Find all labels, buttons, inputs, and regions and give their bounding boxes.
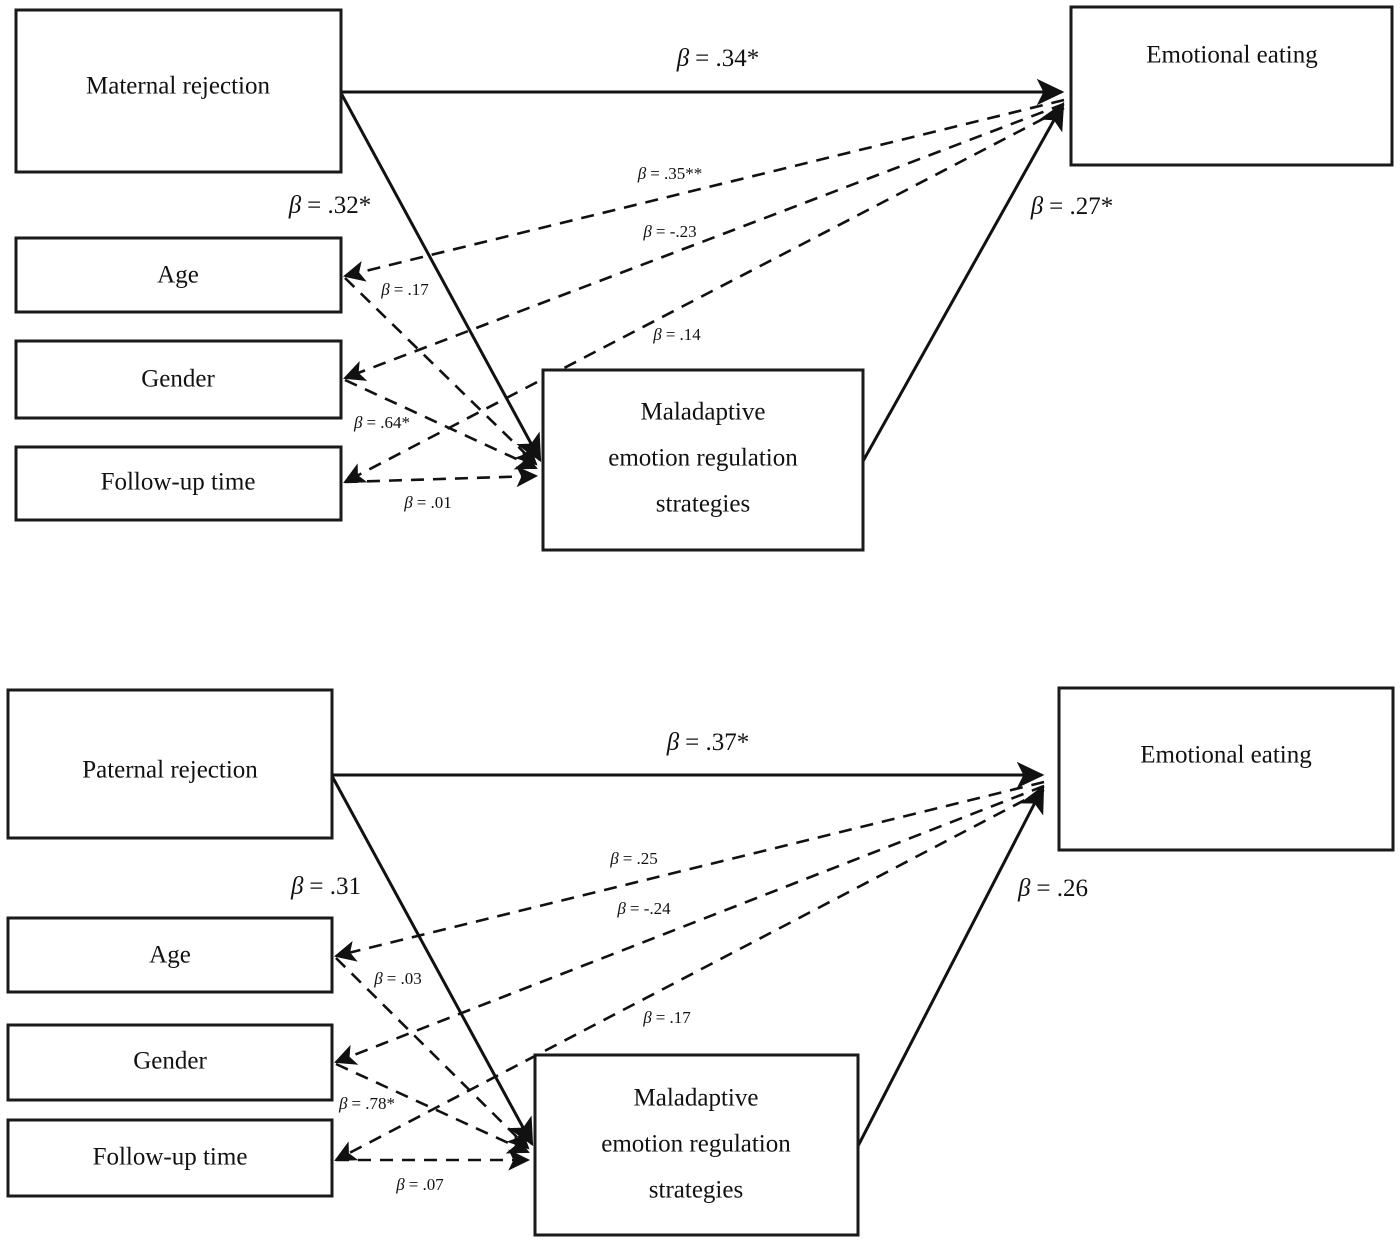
beta-value: = .14 <box>666 325 702 344</box>
edge-gender-to-mediator <box>335 1062 530 1154</box>
beta-symbol: β <box>373 969 383 988</box>
beta-symbol: β <box>380 280 390 299</box>
node-followup-label: Follow-up time <box>93 1144 248 1171</box>
node-mediator-box <box>533 1053 860 1237</box>
node-mediator-label-line1: Maladaptive <box>634 1085 759 1112</box>
node-gender-box <box>14 339 343 420</box>
beta-symbol: β <box>637 164 647 183</box>
beta-value: = .78* <box>351 1094 395 1113</box>
node-gender-box <box>6 1023 334 1102</box>
edge-age-to-mediator <box>344 277 538 466</box>
edge-label-followup-to-outcome: β= .14 <box>652 325 701 344</box>
beta-value: = .37* <box>685 729 749 756</box>
beta-value: = .07 <box>409 1175 445 1194</box>
beta-symbol: β <box>676 45 690 72</box>
edge-mediator-to-outcome <box>855 784 1045 1149</box>
beta-value: = .27* <box>1049 193 1113 220</box>
node-age-label: Age <box>157 262 199 289</box>
node-gender-label: Gender <box>141 366 215 393</box>
panel-paternal: Paternal rejection Age Gender Follow-up … <box>6 686 1395 1237</box>
edge-label-gender-to-outcome: β= -.23 <box>642 222 696 241</box>
edge-label-predictor-to-mediator: β= .32* <box>288 192 372 219</box>
node-followup-box <box>6 1118 334 1198</box>
node-outcome-box <box>1057 686 1395 852</box>
beta-symbol: β <box>642 1008 652 1027</box>
beta-symbol: β <box>290 873 304 900</box>
edge-predictor-to-mediator <box>339 92 542 463</box>
edge-label-age-to-outcome: β= .35** <box>637 164 703 183</box>
node-outcome-label: Emotional eating <box>1140 742 1312 769</box>
node-age-box <box>14 236 343 314</box>
edge-label-predictor-to-mediator: β= .31 <box>290 873 361 900</box>
beta-value: = .35** <box>650 164 702 183</box>
edge-label-mediator-to-outcome: β= .27* <box>1030 193 1114 220</box>
beta-value: = .17 <box>394 280 430 299</box>
node-gender-label: Gender <box>133 1048 207 1075</box>
beta-symbol: β <box>395 1175 405 1194</box>
edge-followup-to-mediator <box>344 465 539 488</box>
edge-label-age-to-outcome: β= .25 <box>609 849 658 868</box>
beta-value: = .31 <box>309 873 361 900</box>
beta-value: = -.24 <box>630 899 671 918</box>
node-mediator-label-line2: emotion regulation <box>601 1131 791 1158</box>
beta-value: = .64* <box>366 413 410 432</box>
node-age-label: Age <box>149 942 191 969</box>
beta-value: = .26 <box>1036 875 1088 902</box>
beta-symbol: β <box>666 729 680 756</box>
beta-symbol: β <box>1030 193 1044 220</box>
beta-value: = .03 <box>387 969 422 988</box>
node-mediator-label-line3: strategies <box>649 1177 743 1204</box>
edge-label-predictor-to-outcome: β= .37* <box>666 729 750 756</box>
edge-label-followup-to-outcome: β= .17 <box>642 1008 691 1027</box>
node-age-box <box>6 916 334 994</box>
edge-label-age-to-mediator: β= .17 <box>380 280 429 299</box>
beta-symbol: β <box>652 325 662 344</box>
beta-symbol: β <box>338 1094 348 1113</box>
node-predictor-box <box>6 688 334 840</box>
beta-value: = .25 <box>623 849 658 868</box>
beta-symbol: β <box>616 899 626 918</box>
edge-label-age-to-mediator: β= .03 <box>373 969 422 988</box>
edge-followup-to-outcome <box>343 106 1065 484</box>
edge-gender-to-outcome <box>343 102 1065 381</box>
edge-age-to-outcome <box>333 780 1045 962</box>
beta-symbol: β <box>1017 875 1031 902</box>
beta-symbol: β <box>609 849 619 868</box>
edge-mediator-to-outcome <box>860 101 1065 464</box>
edge-label-gender-to-outcome: β= -.24 <box>616 899 671 918</box>
beta-value: = .17 <box>656 1008 692 1027</box>
node-followup-label: Follow-up time <box>101 469 256 496</box>
panel-maternal: Maternal rejection Age Gender Follow-up … <box>14 5 1394 552</box>
beta-value: = -.23 <box>656 222 697 241</box>
node-outcome-label: Emotional eating <box>1146 42 1318 69</box>
edge-age-to-mediator <box>335 957 530 1150</box>
node-predictor-label: Paternal rejection <box>82 757 258 784</box>
beta-symbol: β <box>288 192 302 219</box>
beta-value: = .01 <box>417 493 452 512</box>
beta-value: = .32* <box>307 192 371 219</box>
edge-label-gender-to-mediator: β= .64* <box>353 413 410 432</box>
node-outcome-box <box>1069 5 1394 167</box>
beta-symbol: β <box>353 413 363 432</box>
edge-label-mediator-to-outcome: β= .26 <box>1017 875 1088 902</box>
edge-gender-to-outcome <box>334 784 1045 1065</box>
node-predictor-box <box>14 8 343 174</box>
node-followup-box <box>14 445 343 522</box>
edge-label-followup-to-mediator: β= .07 <box>395 1175 444 1194</box>
beta-symbol: β <box>403 493 413 512</box>
edge-age-to-outcome <box>342 98 1065 282</box>
edge-label-followup-to-mediator: β= .01 <box>403 493 452 512</box>
beta-symbol: β <box>642 222 652 241</box>
edge-label-predictor-to-outcome: β= .34* <box>676 45 760 72</box>
node-mediator-label-line1: Maladaptive <box>641 399 766 426</box>
edge-predictor-to-mediator <box>330 775 534 1147</box>
node-mediator-label-line2: emotion regulation <box>608 445 798 472</box>
node-mediator-box <box>541 368 865 552</box>
node-mediator-label-line3: strategies <box>656 491 750 518</box>
edge-label-gender-to-mediator: β= .78* <box>338 1094 395 1113</box>
node-predictor-label: Maternal rejection <box>86 73 270 100</box>
edge-followup-to-outcome <box>334 788 1045 1162</box>
beta-value: = .34* <box>695 45 759 72</box>
